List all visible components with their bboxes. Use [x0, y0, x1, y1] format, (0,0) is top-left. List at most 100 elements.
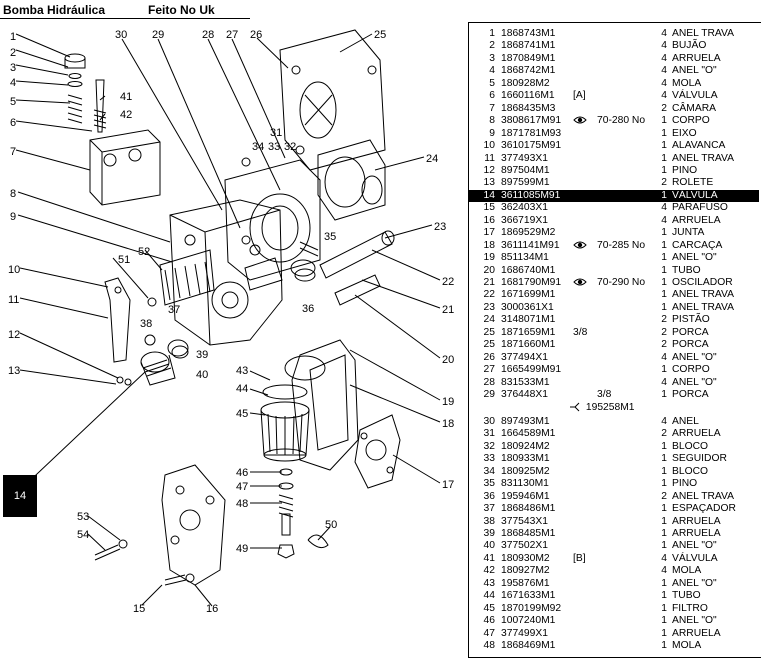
- parts-pn: 1868469M1: [501, 640, 556, 652]
- parts-qty: 4: [661, 65, 667, 77]
- callout-15: 15: [133, 603, 145, 615]
- parts-desc: ANEL TRAVA: [672, 490, 734, 502]
- parts-qty: 1: [661, 140, 667, 152]
- parts-qty: 1: [661, 152, 667, 164]
- parts-qty: 1: [661, 301, 667, 313]
- parts-pn: 180925M2: [501, 465, 550, 477]
- parts-desc: ANEL "O": [672, 351, 717, 363]
- callout-49: 49: [236, 543, 248, 555]
- callout-18: 18: [442, 418, 454, 430]
- parts-qty: 2: [661, 102, 667, 114]
- parts-pn: 377502X1: [501, 540, 548, 552]
- parts-pn: 1007240M1: [501, 615, 556, 627]
- parts-qty: 4: [661, 552, 667, 564]
- parts-pn: 1671633M1: [501, 590, 556, 602]
- callout-52: 52: [138, 246, 150, 258]
- parts-pn: 1868485M1: [501, 528, 556, 539]
- parts-desc: ANEL TRAVA: [672, 28, 734, 39]
- parts-pn: 1870199M92: [501, 602, 562, 614]
- parts-idx: 34: [483, 465, 495, 477]
- parts-desc: BLOCO: [672, 440, 709, 452]
- parts-idx: 33: [483, 453, 495, 465]
- parts-pn: 362403X1: [501, 202, 548, 214]
- parts-idx: 7: [489, 102, 495, 114]
- parts-qty: 1: [661, 640, 667, 652]
- parts-desc: JUNTA: [672, 227, 705, 239]
- callout-13: 13: [8, 365, 20, 377]
- figure-badge: 14: [3, 475, 37, 517]
- parts-desc: ARRUELA: [672, 52, 721, 64]
- parts-qty: 1: [661, 164, 667, 176]
- parts-pn: 377493X1: [501, 152, 548, 164]
- eye-icon[interactable]: [573, 115, 587, 129]
- parts-idx: 19: [483, 252, 495, 264]
- parts-pn: 3000361X1: [501, 301, 554, 313]
- callout-38: 38: [140, 318, 152, 330]
- parts-qty: 4: [661, 415, 667, 427]
- parts-pn: 1665499M91: [501, 364, 562, 376]
- parts-desc: MOLA: [672, 640, 702, 652]
- parts-qty: 1: [661, 389, 667, 401]
- callout-7: 7: [10, 146, 16, 158]
- parts-qty: 1: [661, 602, 667, 614]
- parts-qty: 1: [661, 615, 667, 627]
- parts-idx: 6: [489, 90, 495, 102]
- callout-2: 2: [10, 47, 16, 59]
- parts-idx: 2: [489, 40, 495, 52]
- parts-qty: 4: [661, 214, 667, 226]
- eye-icon[interactable]: [573, 277, 587, 291]
- callout-34: 34: [252, 141, 264, 153]
- parts-desc: ANEL "O": [672, 577, 717, 589]
- parts-pn: 831130M1: [501, 478, 549, 490]
- parts-desc: PORCA: [672, 389, 709, 401]
- eye-icon[interactable]: [573, 240, 587, 254]
- parts-desc: TUBO: [672, 264, 701, 276]
- header-rule: [0, 18, 250, 19]
- parts-desc: ANEL "O": [672, 376, 717, 388]
- parts-desc: VÁLVULA: [672, 552, 718, 564]
- parts-pn: 1868435M3: [501, 102, 556, 114]
- callout-4: 4: [10, 77, 16, 89]
- callout-51: 51: [118, 254, 130, 266]
- parts-qty: 2: [661, 177, 667, 189]
- parts-idx: 31: [483, 428, 495, 440]
- parts-idx: 3: [489, 52, 495, 64]
- parts-idx: 10: [483, 140, 495, 152]
- parts-qty: 1: [661, 540, 667, 552]
- parts-qty: 1: [661, 465, 667, 477]
- callout-39: 39: [196, 349, 208, 361]
- parts-qty: 1: [661, 127, 667, 139]
- callout-5: 5: [10, 96, 16, 108]
- parts-idx: 45: [483, 602, 495, 614]
- parts-idx: 12: [483, 164, 495, 176]
- callout-16: 16: [206, 603, 218, 615]
- exploded-diagram: 1 2 3 4 5 6 7 8 9 10 11 12 13 15 16 17 1…: [8, 29, 454, 615]
- callout-48: 48: [236, 498, 248, 510]
- parts-qty: 4: [661, 351, 667, 363]
- parts-idx: 29: [483, 389, 495, 401]
- parts-qty: 1: [661, 252, 667, 264]
- callout-22: 22: [442, 276, 454, 288]
- parts-desc: ARRUELA: [672, 528, 721, 539]
- parts-idx: 1: [489, 28, 495, 39]
- parts-qty: 1: [661, 453, 667, 465]
- parts-pn: 180924M2: [501, 440, 550, 452]
- parts-pn: 1869529M2: [501, 227, 556, 239]
- callout-47: 47: [236, 481, 248, 493]
- callout-46: 46: [236, 467, 248, 479]
